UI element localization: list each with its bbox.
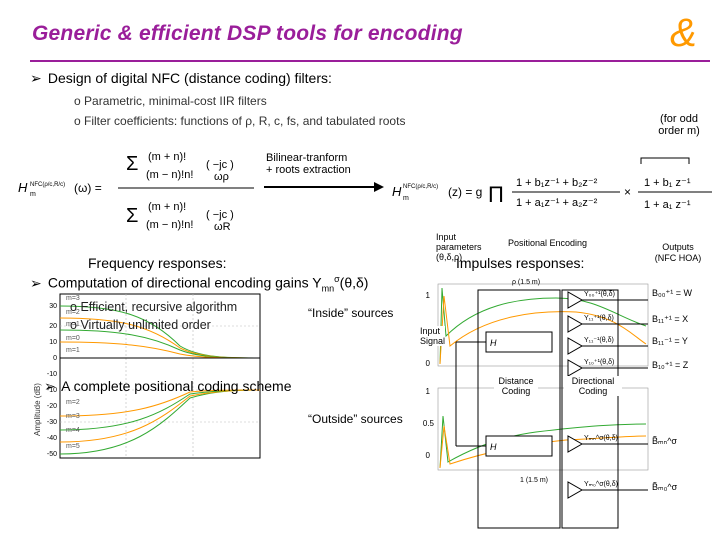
arrow-bullet-icon: ➢ [30, 274, 42, 291]
svg-text:H: H [490, 442, 497, 452]
formula-nfc-analog: H NFC(ρ/c,R/c) m (ω) = Σ (m + n)! (m − n… [18, 140, 258, 236]
svg-text:(m − n)!n!: (m − n)!n! [146, 219, 193, 231]
svg-text:20: 20 [49, 323, 57, 330]
svg-text:1 (1.5 m): 1 (1.5 m) [520, 477, 548, 484]
svg-text:-10: -10 [47, 371, 57, 378]
svg-text:Y₀₀⁺¹(θ,δ): Y₀₀⁺¹(θ,δ) [584, 291, 615, 298]
svg-text:Yₘ₀^σ(θ,δ): Yₘ₀^σ(θ,δ) [584, 481, 618, 488]
arrow-bullet-icon: ➢ [44, 378, 56, 394]
svg-text:NFC(ρ/c,R/c): NFC(ρ/c,R/c) [403, 184, 438, 190]
output-y: B₁₁⁻¹ = Y [652, 336, 688, 346]
sub-bullet-iir: o Parametric, minimal-cost IIR filters [74, 94, 267, 108]
svg-text:30: 30 [49, 303, 57, 310]
svg-text:H: H [18, 180, 28, 195]
frequency-response-plot: Amplitude (dB) m=3 m=2 m=1 m=0 m=1 [30, 286, 270, 466]
svg-text:Amplitude (dB): Amplitude (dB) [33, 383, 42, 436]
svg-text:ωR: ωR [214, 221, 231, 233]
svg-text:1 + b₁z⁻¹ + b₂z⁻²: 1 + b₁z⁻¹ + b₂z⁻² [516, 177, 598, 189]
svg-text:(m + n)!: (m + n)! [148, 151, 186, 163]
input-signal-label: Input Signal [420, 326, 446, 346]
svg-text:(ω) =: (ω) = [74, 181, 102, 195]
svg-text:m=1: m=1 [66, 321, 80, 328]
svg-text:(m − n)!n!: (m − n)!n! [146, 169, 193, 181]
formula-nfc-digital: H NFC(ρ/c,R/c) m (z) = g Π 1 + b₁z⁻¹ + b… [392, 160, 714, 224]
output-w: B₀₀⁺¹ = W [652, 288, 692, 298]
svg-text:×: × [624, 185, 631, 199]
svg-text:Yₘₙ^σ(θ,δ): Yₘₙ^σ(θ,δ) [584, 435, 618, 442]
svg-text:( −jc ): ( −jc ) [206, 209, 234, 221]
svg-text:(z) = g: (z) = g [448, 185, 482, 199]
sub-bullet-efficient: o Efficient, recursive algorithm [70, 300, 238, 314]
svg-text:m=2: m=2 [66, 309, 80, 316]
svg-text:1 + a₁ z⁻¹: 1 + a₁ z⁻¹ [644, 199, 691, 211]
odd-order-note: (for odd order m) [658, 113, 700, 137]
output-x: B₁₁⁺¹ = X [652, 314, 689, 324]
svg-text:Y₁₀⁺¹(θ,δ): Y₁₀⁺¹(θ,δ) [584, 359, 614, 366]
svg-text:m=3: m=3 [66, 295, 80, 302]
slide-title: Generic & efficient DSP tools for encodi… [32, 22, 463, 45]
positional-encoding-label: Positional Encoding [508, 238, 588, 248]
bullet-nfc-filters: ➢ Design of digital NFC (distance coding… [30, 70, 332, 86]
svg-text:m=5: m=5 [66, 443, 80, 450]
svg-text:-20: -20 [47, 403, 57, 410]
svg-text:&: & [670, 11, 697, 54]
svg-text:Σ: Σ [126, 153, 138, 175]
bilinear-transform-label: Bilinear-tranform + roots extraction [266, 152, 351, 176]
svg-text:Y₁₁⁺¹(θ,δ): Y₁₁⁺¹(θ,δ) [584, 315, 614, 322]
inside-sources-label: “Inside” sources [308, 306, 394, 320]
svg-text:m=4: m=4 [66, 427, 80, 434]
svg-text:1: 1 [426, 291, 431, 300]
sub-bullet-coefficients: o Filter coefficients: functions of ρ, R… [74, 114, 406, 128]
svg-text:( −jc ): ( −jc ) [206, 159, 234, 171]
institution-logo: & [666, 10, 708, 55]
svg-text:m: m [30, 191, 36, 198]
directional-coding-label: Directional Coding [564, 376, 622, 396]
output-bmn: B̃ₘₙ^σ [652, 436, 677, 446]
outside-sources-label: “Outside” sources [308, 412, 403, 426]
arrow-bullet-icon: ➢ [30, 70, 42, 86]
svg-text:1 + b₁ z⁻¹: 1 + b₁ z⁻¹ [644, 177, 691, 189]
odd-order-bracket [640, 152, 690, 164]
svg-text:0: 0 [426, 359, 431, 368]
svg-text:NFC(ρ/c,R/c): NFC(ρ/c,R/c) [30, 182, 65, 188]
svg-text:(m + n)!: (m + n)! [148, 201, 186, 213]
svg-text:0: 0 [53, 355, 57, 362]
svg-text:Σ: Σ [126, 205, 138, 227]
svg-text:-50: -50 [47, 451, 57, 458]
bullet-directional-gains: ➢ Computation of directional encoding ga… [30, 274, 369, 294]
bullet-positional-coding: ➢ A complete positional coding scheme [44, 378, 292, 394]
title-underline [30, 60, 710, 62]
svg-text:Π: Π [488, 182, 504, 207]
svg-text:1 + a₁z⁻¹ + a₂z⁻²: 1 + a₁z⁻¹ + a₂z⁻² [516, 197, 598, 209]
svg-text:ρ (1.5 m): ρ (1.5 m) [512, 279, 540, 286]
svg-text:-30: -30 [47, 419, 57, 426]
svg-text:m=2: m=2 [66, 399, 80, 406]
output-z: B₁₀⁺¹ = Z [652, 360, 689, 370]
right-arrow-icon [262, 180, 386, 192]
svg-text:m=3: m=3 [66, 413, 80, 420]
impulse-responses-label: Impulses responses: [456, 255, 585, 271]
sub-bullet-unlimited: o Virtually unlimited order [70, 318, 211, 332]
svg-text:1: 1 [426, 387, 431, 396]
svg-text:-10: -10 [47, 387, 57, 394]
distance-coding-label: Distance Coding [494, 376, 538, 396]
output-channels: B₀₀⁺¹ = W B₁₁⁺¹ = X B₁₁⁻¹ = Y B₁₀⁺¹ = Z … [652, 284, 718, 534]
svg-text:ωρ: ωρ [214, 171, 229, 183]
svg-text:H: H [490, 338, 497, 348]
input-parameters-label: Input parameters (θ,δ,ρ) [436, 232, 482, 262]
outputs-label: Outputs (NFC HOA) [654, 242, 702, 263]
svg-text:m: m [403, 195, 409, 202]
svg-text:H: H [392, 184, 402, 199]
svg-text:0.5: 0.5 [423, 419, 435, 428]
svg-text:m=1: m=1 [66, 347, 80, 354]
svg-text:Y₁₁⁻¹(θ,δ): Y₁₁⁻¹(θ,δ) [584, 337, 614, 344]
svg-text:-40: -40 [47, 435, 57, 442]
output-bm0: B̃ₘ₀^σ [652, 482, 678, 492]
svg-text:m=0: m=0 [66, 335, 80, 342]
svg-text:10: 10 [49, 339, 57, 346]
positional-encoding-diagram: ρ (1.5 m) 1 0.5 0 1 0.5 0 1 (1.5 m) H H [416, 276, 652, 534]
freq-response-label: Frequency responses: [88, 255, 227, 271]
svg-text:0: 0 [426, 451, 431, 460]
